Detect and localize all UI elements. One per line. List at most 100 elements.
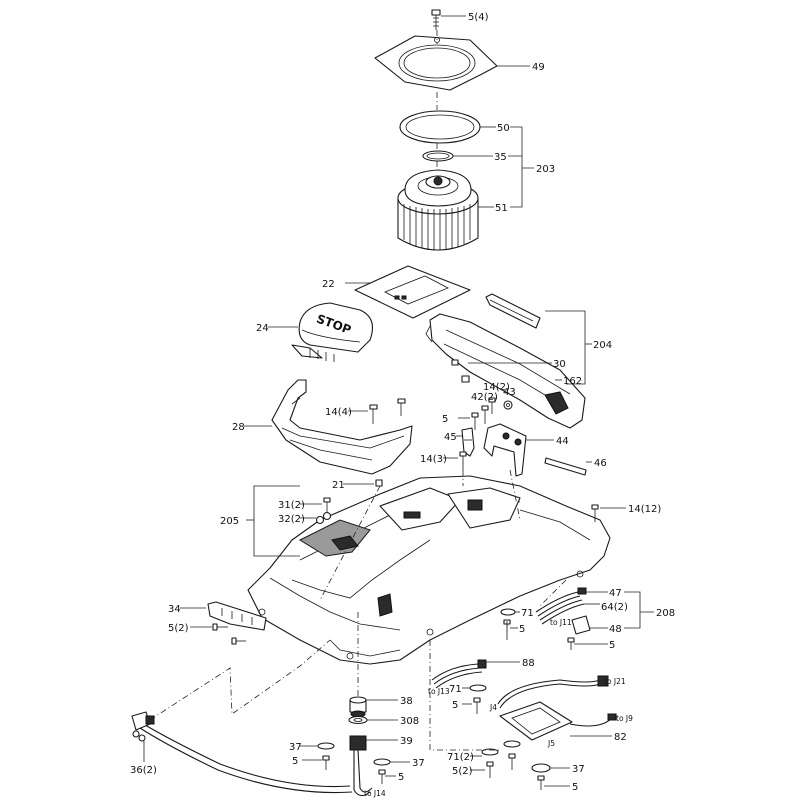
label-46: 46	[594, 458, 607, 469]
label-37-right: 37	[572, 764, 585, 775]
screws-5-2-bottom	[486, 753, 516, 778]
label-208: 208	[656, 608, 675, 619]
label-5-left: 5	[292, 756, 298, 767]
label-35: 35	[494, 152, 507, 163]
label-5-bottom-right: 5	[572, 782, 578, 793]
label-5-clip: 5	[609, 640, 615, 651]
label-28: 28	[232, 422, 245, 433]
label-205: 205	[220, 516, 239, 527]
board-82	[497, 675, 617, 741]
label-49: 49	[532, 62, 545, 73]
motor-51	[397, 169, 479, 251]
label-48: 48	[609, 624, 622, 635]
label-162: 162	[563, 376, 582, 387]
screws-14-4	[369, 398, 406, 424]
washer-308	[348, 715, 368, 725]
connector-to-j9: to J9	[616, 714, 633, 723]
washer-71-right	[500, 608, 516, 616]
label-42-2: 42(2)	[471, 392, 498, 403]
ring-50	[399, 110, 481, 144]
washer-71-mid	[469, 684, 487, 692]
label-37-center: 37	[412, 758, 425, 769]
label-38: 38	[400, 696, 413, 707]
label-203: 203	[536, 164, 555, 175]
label-43: 43	[503, 387, 516, 398]
seal-35	[422, 150, 454, 162]
nut-43	[503, 400, 513, 410]
bracket-45	[461, 427, 475, 457]
label-24: 24	[256, 323, 269, 334]
screws-5-2-left	[212, 623, 246, 645]
stop-button-24: STOP	[291, 302, 373, 362]
label-50: 50	[497, 123, 510, 134]
housing-30	[425, 313, 586, 429]
label-30: 30	[553, 359, 566, 370]
label-44: 44	[556, 436, 569, 447]
cable-88	[431, 659, 487, 689]
screw-5-mid-low	[473, 697, 481, 714]
screw-5-top	[431, 9, 441, 30]
label-34: 34	[168, 604, 181, 615]
label-22: 22	[322, 279, 335, 290]
washer-37-left	[317, 742, 335, 770]
label-5-right: 5	[519, 624, 525, 635]
screws-14-12	[591, 504, 599, 522]
connector-to-j21: to J21	[604, 677, 626, 686]
label-36-2: 36(2)	[130, 765, 157, 776]
cover-204	[485, 293, 541, 329]
label-5-2-bottom: 5(2)	[452, 766, 473, 777]
chassis-205	[247, 475, 611, 665]
screws-14-2	[488, 397, 496, 414]
screw-5-mid	[471, 412, 479, 430]
connector-j4: J4	[489, 703, 497, 712]
label-45: 45	[444, 432, 457, 443]
bracket-44	[483, 423, 527, 477]
connector-to-j11: to J11	[550, 618, 572, 627]
knob-38	[349, 696, 367, 718]
label-71-2: 71(2)	[447, 752, 474, 763]
label-32-2: 32(2)	[278, 514, 305, 525]
harness-36	[131, 711, 353, 794]
clip-48	[567, 615, 591, 650]
label-71-mid: 71	[449, 684, 462, 695]
screws-42-2	[481, 405, 489, 424]
label-308: 308	[400, 716, 419, 727]
parts-31-32	[315, 497, 332, 525]
label-82: 82	[614, 732, 627, 743]
pin-21	[375, 479, 383, 487]
label-204: 204	[593, 340, 612, 351]
label-71-right: 71	[521, 608, 534, 619]
label-14-3: 14(3)	[420, 454, 447, 465]
switch-39	[349, 735, 373, 797]
washer-37-center	[373, 758, 391, 784]
label-5-mid: 5	[442, 414, 448, 425]
label-64-2: 64(2)	[601, 602, 628, 613]
label-5-2-left: 5(2)	[168, 623, 189, 634]
decal-22	[354, 265, 471, 319]
connector-to-j13: to J13	[428, 687, 450, 696]
plate-49	[374, 35, 498, 91]
bracket-34	[207, 601, 267, 631]
label-5-mid-low: 5	[452, 700, 458, 711]
label-37-left: 37	[289, 742, 302, 753]
pin-46	[544, 457, 587, 476]
label-31-2: 31(2)	[278, 500, 305, 511]
label-39: 39	[400, 736, 413, 747]
bumper-28	[271, 379, 413, 475]
cable-64	[535, 587, 587, 625]
label-47: 47	[609, 588, 622, 599]
label-51: 51	[495, 203, 508, 214]
label-88: 88	[522, 658, 535, 669]
label-21: 21	[332, 480, 345, 491]
label-14-2: 14(2)	[483, 382, 510, 393]
label-5-4: 5(4)	[468, 12, 489, 23]
label-14-12: 14(12)	[628, 504, 661, 515]
connector-j5: J5	[547, 739, 555, 748]
washers-71-2-bottom	[481, 740, 521, 756]
screws-14-3	[459, 451, 467, 470]
label-5-center: 5	[398, 772, 404, 783]
connector-to-j14: to J14	[364, 789, 386, 798]
label-14-4: 14(4)	[325, 407, 352, 418]
